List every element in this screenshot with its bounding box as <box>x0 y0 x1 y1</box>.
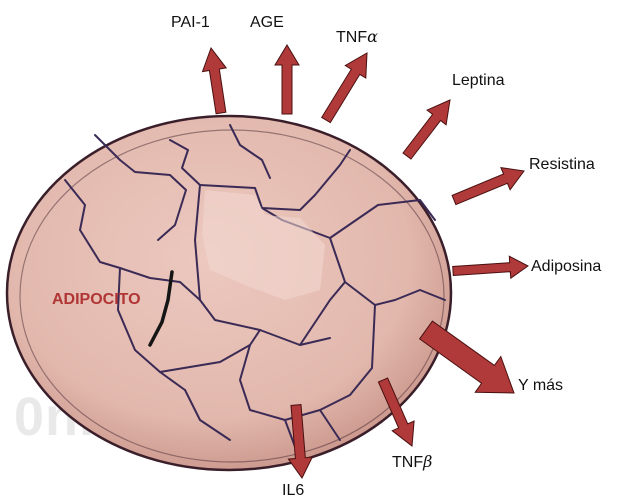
label-tnf-beta-greek: β <box>423 452 432 471</box>
label-pai1-text: PAI-1 <box>171 14 210 31</box>
label-y-mas: Y más <box>518 377 563 395</box>
arrow-pai1 <box>203 48 227 114</box>
label-il6-text: IL6 <box>282 482 304 499</box>
arrow-leptina <box>403 100 450 159</box>
arrow-resistina <box>452 168 524 205</box>
label-tnf-alpha: TNFα <box>336 27 378 47</box>
label-y-mas-text: Y más <box>518 377 563 394</box>
arrow-tnfa <box>322 53 367 123</box>
label-adiposina: Adiposina <box>531 258 601 276</box>
label-adiposina-text: Adiposina <box>531 258 601 275</box>
label-tnf-beta: TNFβ <box>392 452 432 472</box>
label-leptina-text: Leptina <box>452 72 505 89</box>
label-age-text: AGE <box>250 14 284 31</box>
arrow-age <box>275 45 299 114</box>
label-age: AGE <box>250 14 284 32</box>
cell-label: ADIPOCITO <box>52 291 141 309</box>
arrow-adiposina <box>453 256 528 278</box>
label-il6: IL6 <box>282 482 304 500</box>
label-leptina: Leptina <box>452 72 505 90</box>
label-tnf-beta-text: TNF <box>392 454 423 471</box>
label-resistina: Resistina <box>529 156 595 174</box>
label-pai1: PAI-1 <box>171 14 210 32</box>
label-tnf-alpha-greek: α <box>367 27 378 46</box>
label-tnf-alpha-text: TNF <box>336 29 367 46</box>
label-resistina-text: Resistina <box>529 156 595 173</box>
